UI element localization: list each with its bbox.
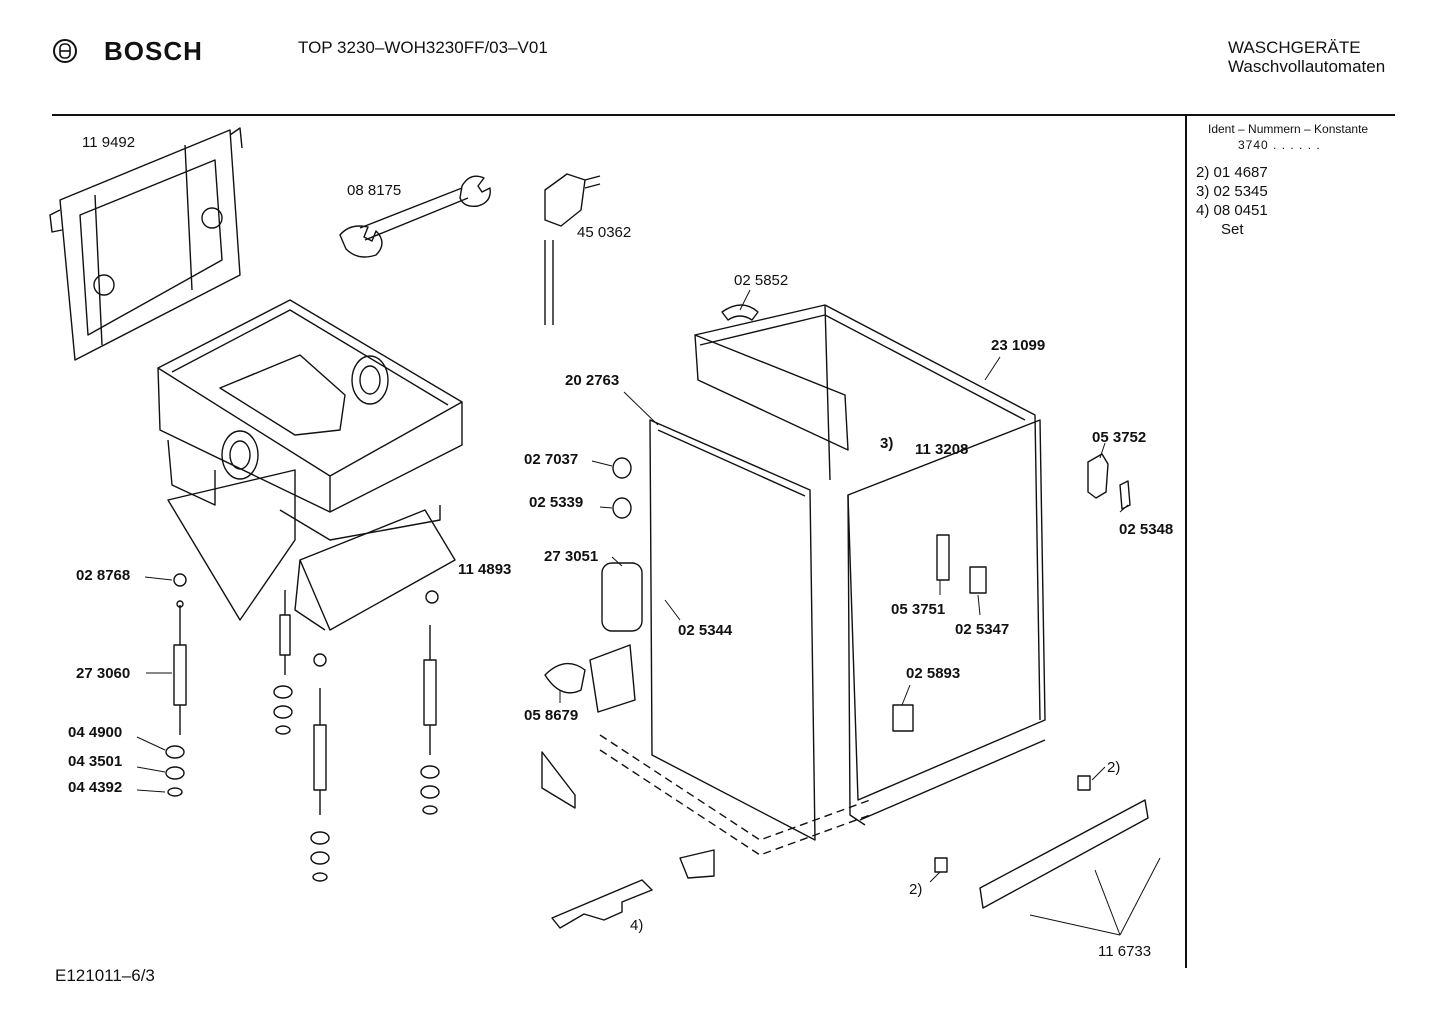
bracket-frame-part: [49, 127, 243, 361]
part-label-025347: 02 5347: [955, 621, 1010, 638]
part-label-202763: 20 2763: [565, 372, 620, 389]
front-panel-part: [847, 419, 1046, 826]
shock-absorber-right: [423, 625, 437, 755]
part-label-028768: 02 8768: [76, 567, 131, 584]
bracket-part: [969, 566, 987, 594]
part-label-116733: 11 6733: [1098, 943, 1152, 960]
part-label-114893: 11 4893: [458, 561, 512, 578]
part-ref-2: 2): [909, 881, 923, 898]
part-label-043501: 04 3501: [68, 753, 123, 770]
washer-stack: [165, 573, 440, 882]
side-panel-part: [649, 419, 816, 841]
category-title: WASCHGERÄTE: [1228, 38, 1361, 57]
latch-part: [1119, 480, 1131, 510]
clamp-part: [934, 857, 948, 873]
ident-title: Ident – Nummern – Konstante: [1208, 122, 1369, 136]
bosch-logo-icon: [53, 39, 77, 63]
knob-part: [612, 497, 632, 519]
door-seal-part: [601, 562, 643, 632]
knob-part: [612, 457, 632, 479]
part-label-119492: 11 9492: [82, 134, 136, 151]
shock-absorber-left: [173, 600, 187, 735]
part-label-025344: 02 5344: [678, 622, 733, 639]
part-label-273051: 27 3051: [544, 548, 599, 565]
shock-absorber-middle: [279, 590, 291, 675]
holder-part: [892, 704, 914, 732]
corner-bracket-part: [541, 751, 576, 809]
part-label-025893: 02 5893: [906, 665, 961, 682]
part-label-025852: 02 5852: [734, 272, 789, 289]
part-label-025348: 02 5348: [1119, 521, 1174, 538]
ident-line: 4) 08 0451: [1196, 202, 1268, 219]
part-ref-4: 4): [630, 917, 644, 934]
part-label-113208: 11 3208: [915, 441, 969, 458]
drawer-housing-part: [157, 299, 463, 513]
part-label-231099: 23 1099: [991, 337, 1046, 354]
hinge-part: [936, 534, 950, 581]
part-label-025339: 02 5339: [529, 494, 584, 511]
hook-part: [1087, 453, 1109, 499]
document-title: TOP 3230–WOH3230FF/03–V01: [298, 38, 548, 57]
part-label-058679: 05 8679: [524, 707, 579, 724]
part-ref-2: 2): [1107, 759, 1121, 776]
ident-line: Set: [1196, 221, 1244, 238]
leader-lines: [136, 289, 1161, 936]
ident-line: 3) 02 5345: [1196, 183, 1268, 200]
lower-trough-part: [167, 469, 456, 631]
corner-bracket-part: [679, 849, 715, 879]
spacer-foot-part: [551, 879, 653, 929]
part-label-053751: 05 3751: [891, 601, 946, 618]
part-label-053752: 05 3752: [1092, 429, 1147, 446]
part-label-044392: 04 4392: [68, 779, 123, 796]
part-label-044900: 04 4900: [68, 724, 123, 741]
clamp-part: [1077, 775, 1091, 791]
cable-part: [544, 662, 586, 694]
part-label-273060: 27 3060: [76, 665, 131, 682]
cabinet-frame-part: [694, 304, 1041, 721]
mount-plate-part: [589, 644, 636, 713]
power-plug-part: [544, 173, 601, 325]
wrench-part: [339, 175, 491, 258]
clip-part: [721, 304, 759, 321]
base-frame-part: [599, 734, 871, 856]
shock-absorber-lower: [313, 688, 327, 815]
sheet-code: E121011–6/3: [55, 966, 155, 985]
bottom-rail-part: [979, 799, 1149, 909]
category-subtitle: Waschvollautomaten: [1228, 57, 1386, 76]
brand-name: BOSCH: [104, 36, 203, 66]
part-label-450362: 45 0362: [577, 224, 632, 241]
part-label-027037: 02 7037: [524, 451, 579, 468]
ident-value: 3740 . . . . . .: [1238, 138, 1321, 152]
ident-line: 2) 01 4687: [1196, 164, 1268, 181]
part-ref-3: 3): [880, 435, 894, 452]
part-label-088175: 08 8175: [347, 182, 402, 199]
